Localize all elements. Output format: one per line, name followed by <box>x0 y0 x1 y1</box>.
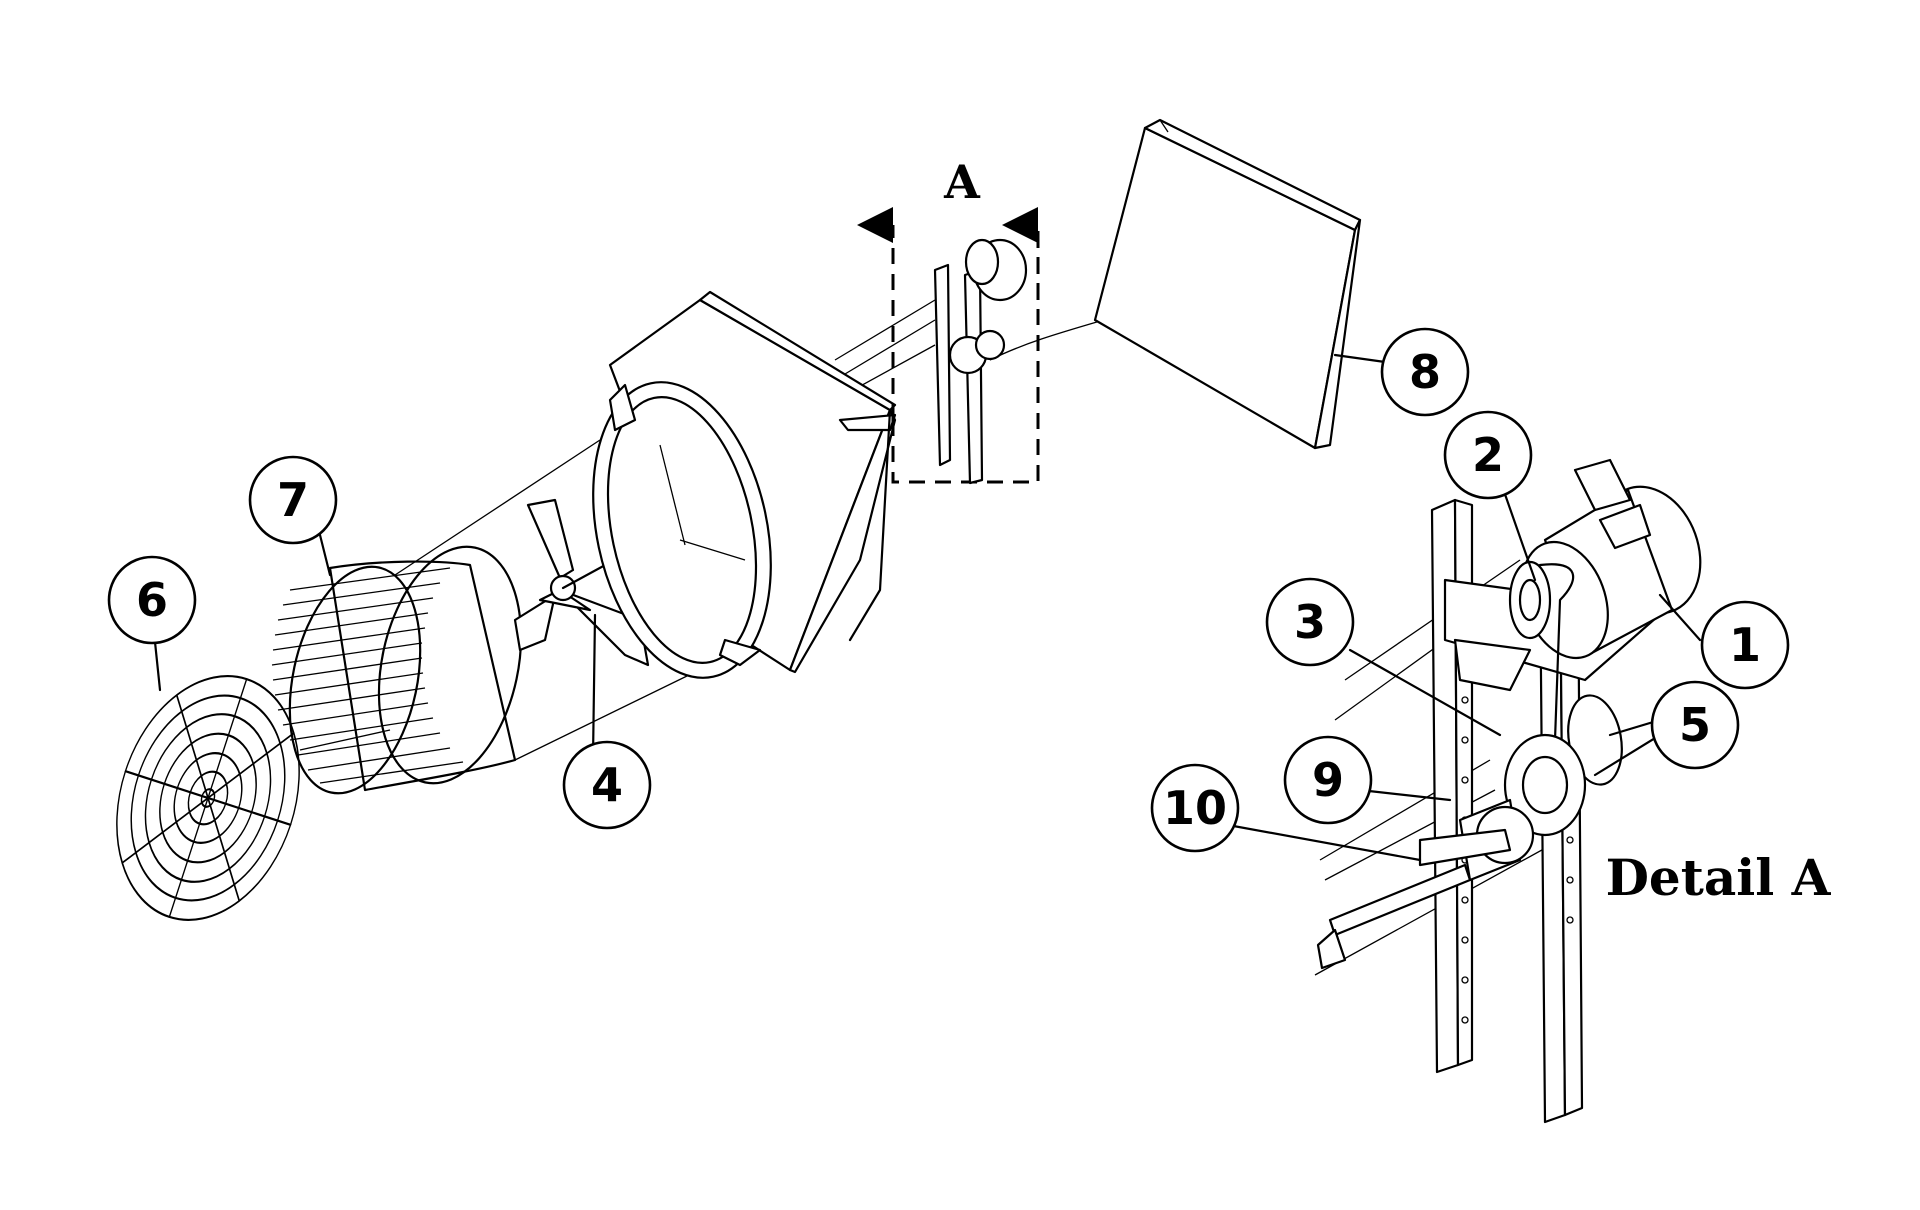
svg-text:6: 6 <box>136 573 168 627</box>
svg-text:1: 1 <box>1729 618 1761 672</box>
callout-5: 5 <box>1650 680 1740 770</box>
guard-grill <box>116 675 300 921</box>
svg-text:9: 9 <box>1312 753 1344 807</box>
callout-9: 9 <box>1283 735 1373 825</box>
section-marker: A <box>943 155 981 209</box>
fan-housing <box>592 290 897 679</box>
svg-text:5: 5 <box>1679 698 1711 752</box>
svg-text:10: 10 <box>1163 781 1227 835</box>
explosion-lines <box>299 284 1561 976</box>
wire-drum <box>271 545 523 795</box>
detail-a-assembly <box>1316 458 1702 1124</box>
back-panel <box>1093 118 1362 450</box>
svg-text:7: 7 <box>277 473 309 527</box>
svg-text:3: 3 <box>1294 595 1326 649</box>
callout-8: 8 <box>1380 327 1470 417</box>
propeller <box>513 468 782 667</box>
section-a-callout: A <box>857 155 1040 484</box>
callout-leaders <box>153 353 1702 862</box>
callout-7: 7 <box>248 455 338 545</box>
detail-label: Detail A <box>1606 848 1832 907</box>
svg-text:2: 2 <box>1472 428 1504 482</box>
mini-motor-assembly <box>933 238 1028 485</box>
callout-2: 2 <box>1443 410 1533 500</box>
callout-1: 1 <box>1700 600 1790 690</box>
callout-6: 6 <box>107 555 197 645</box>
svg-text:4: 4 <box>591 758 623 812</box>
callout-3: 3 <box>1265 577 1355 667</box>
callout-10: 10 <box>1150 763 1240 853</box>
svg-text:8: 8 <box>1409 345 1441 399</box>
callout-4: 4 <box>562 740 652 830</box>
